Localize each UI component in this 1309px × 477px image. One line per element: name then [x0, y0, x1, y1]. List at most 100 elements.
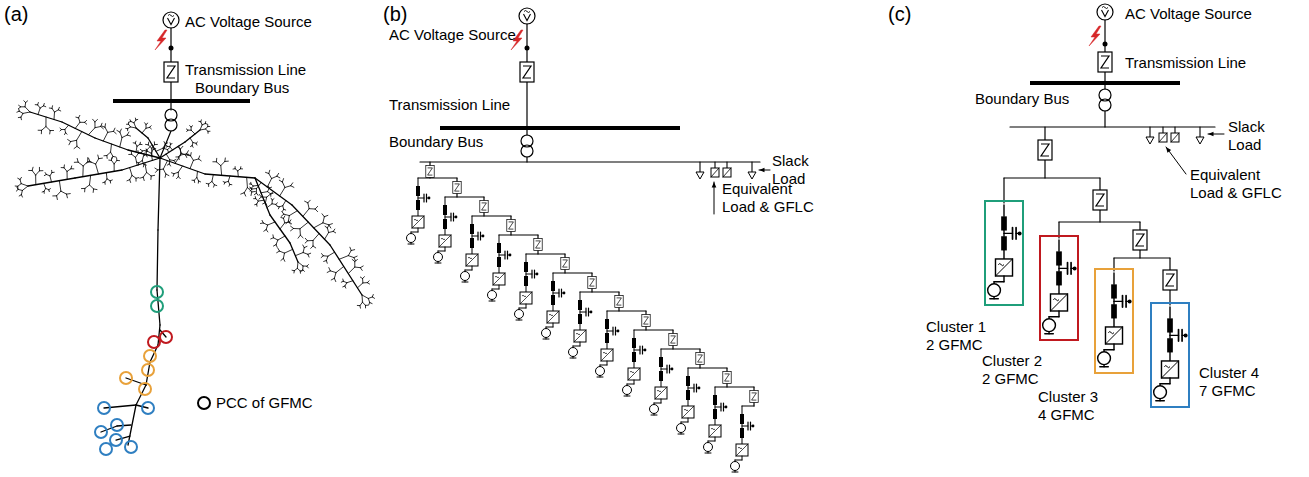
- feeder-lateral: [170, 143, 172, 144]
- unit-wire: [681, 422, 688, 423]
- ground-dot: [509, 254, 512, 257]
- source-tilde: [168, 15, 174, 17]
- converter-diagonal: [520, 292, 532, 304]
- unit-wire: [1113, 344, 1114, 350]
- inductor-symbol: [1111, 304, 1117, 318]
- feeder-lateral: [291, 228, 294, 230]
- converter-diagonal: [736, 444, 748, 456]
- feeder-lateral: [198, 181, 199, 183]
- feeder-lateral: [291, 226, 294, 228]
- feeder-lateral: [26, 101, 28, 103]
- cluster-label: Cluster 4 7 GFMC: [1199, 364, 1265, 400]
- feeder-lateral: [142, 154, 144, 161]
- feeder-lateral: [216, 162, 220, 166]
- feeder-lateral: [57, 191, 61, 196]
- feeder-lateral: [174, 172, 178, 174]
- ground-dot: [752, 425, 755, 428]
- feeder-lateral: [117, 130, 120, 132]
- feeder-lateral: [71, 140, 77, 141]
- feeder-lateral: [178, 177, 180, 179]
- feeder-lateral: [252, 188, 257, 189]
- feeder-lateral: [200, 129, 206, 131]
- resistor-symbol: [686, 376, 690, 386]
- feeder-lateral: [89, 175, 90, 185]
- feeder-lateral: [170, 147, 173, 150]
- impedance-box: [723, 372, 731, 384]
- feeder-lateral: [342, 279, 344, 281]
- feeder-main: [122, 158, 160, 170]
- feeder-lateral: [163, 148, 167, 149]
- feeder-lateral: [68, 140, 71, 142]
- ground-dot: [455, 216, 458, 219]
- feeder-lateral: [129, 120, 131, 122]
- dc-source-circle: [407, 234, 416, 243]
- feeder-lateral: [368, 297, 372, 299]
- feeder-lateral: [142, 128, 146, 133]
- resistor-symbol: [740, 414, 744, 424]
- feeder-lateral: [107, 152, 111, 155]
- feeder-lateral: [85, 122, 87, 124]
- feeder-lateral: [191, 127, 192, 130]
- feeder-lateral: [265, 197, 266, 202]
- ground-bar: [408, 244, 414, 245]
- feeder-lateral: [257, 201, 259, 204]
- impedance-symbol: [1098, 52, 1112, 72]
- unit-wire: [418, 228, 419, 232]
- feeder-lateral: [146, 124, 147, 128]
- wire: [526, 253, 565, 254]
- impedance-symbol: [1163, 270, 1177, 290]
- feeder-lateral: [65, 125, 69, 129]
- feeder-lateral: [354, 256, 357, 257]
- feeder-lateral: [58, 110, 60, 111]
- feeder-lateral: [259, 194, 261, 197]
- feeder-lateral: [289, 222, 291, 224]
- feeder-lateral: [42, 191, 44, 193]
- feeder-lateral: [194, 178, 197, 181]
- feeder-lateral: [93, 189, 94, 192]
- feeder-lateral: [131, 151, 132, 154]
- capacitor-plate: [1012, 228, 1014, 239]
- feeder-lateral: [46, 127, 50, 131]
- feeder-lateral: [95, 119, 98, 121]
- source-circle: [163, 12, 179, 28]
- feeder-lateral: [187, 151, 189, 154]
- impedance-symbol: [696, 353, 704, 365]
- ground-bar: [732, 472, 738, 473]
- feeder-lateral: [350, 247, 351, 250]
- feeder-main: [157, 290, 160, 325]
- impedance-box: [164, 62, 178, 82]
- component-label: Transmission Line: [389, 96, 510, 114]
- feeder-lateral: [272, 203, 276, 205]
- feeder-lateral: [369, 303, 370, 305]
- converter-glyph: [711, 428, 715, 430]
- converter-diagonal: [1050, 294, 1067, 311]
- converter-diagonal: [412, 216, 424, 228]
- impedance-box: [453, 182, 461, 194]
- unit-wire: [418, 178, 419, 186]
- gfmc-unit: [461, 216, 485, 282]
- feeder-lateral: [113, 156, 116, 158]
- gfmc-unit: [434, 197, 458, 263]
- gfmc-unit: [515, 254, 539, 320]
- converter-diagonal: [466, 254, 478, 266]
- component-label: Boundary Bus: [195, 79, 289, 97]
- cluster-label: Cluster 2 2 GFMC: [982, 352, 1048, 388]
- legend-text: PCC of GFMC: [216, 394, 313, 411]
- impedance-symbol: [561, 258, 569, 270]
- feeder-main: [185, 130, 200, 142]
- component-label: AC Voltage Source: [185, 13, 312, 31]
- feeder-lateral: [193, 159, 198, 160]
- feeder-lateral: [212, 181, 215, 184]
- feeder-lateral: [315, 209, 317, 212]
- feeder-lateral: [127, 132, 129, 135]
- unit-wire: [580, 292, 581, 300]
- feeder-lateral: [139, 161, 143, 163]
- feeder-lateral: [327, 225, 328, 227]
- impedance-glyph: [617, 298, 622, 305]
- feeder-lateral: [117, 160, 120, 161]
- feeder-lateral: [77, 132, 82, 141]
- converter-glyph: [1053, 299, 1059, 301]
- feeder-lateral: [323, 217, 324, 223]
- feeder-lateral: [49, 108, 52, 109]
- feeder-lateral: [224, 182, 226, 184]
